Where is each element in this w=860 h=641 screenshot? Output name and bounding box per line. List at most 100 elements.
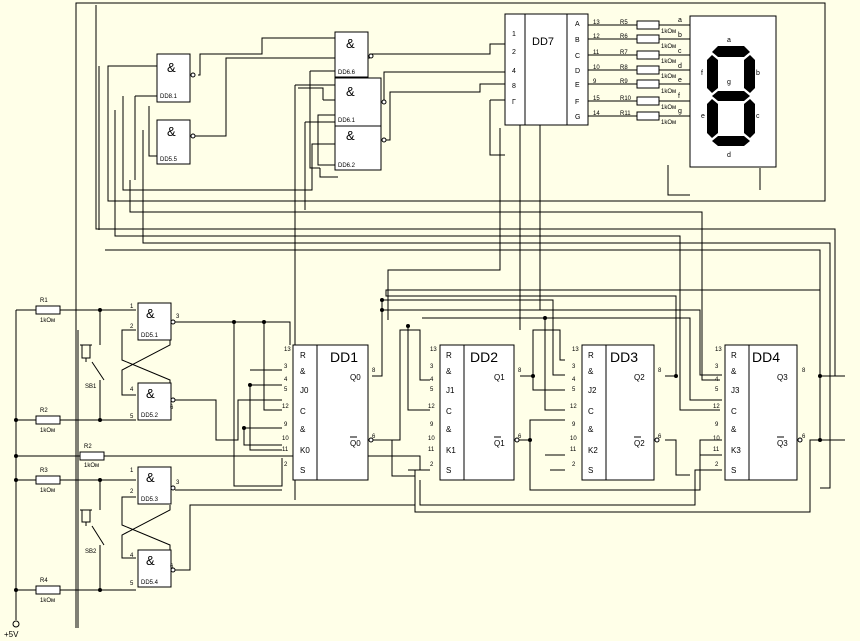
svg-text:6: 6 (372, 434, 376, 440)
power-label: +5V (4, 630, 19, 639)
svg-text:C: C (588, 407, 594, 416)
svg-text:3: 3 (430, 364, 434, 370)
svg-text:J1: J1 (446, 386, 455, 395)
flipflop-dd1: DD1 R & J0 C & K0 S Q0 Q0 13 3 4 5 12 9 … (282, 344, 376, 481)
switch-label: SB1 (85, 384, 97, 390)
svg-text:12: 12 (713, 404, 720, 410)
svg-text:13: 13 (593, 20, 600, 26)
svg-text:DD6.6: DD6.6 (338, 70, 356, 76)
svg-text:R: R (588, 351, 594, 360)
flipflop-dd4: DD4 R & J3 C & K3 S Q3 Q3 13 3 4 5 12 9 … (713, 344, 806, 481)
svg-text:&: & (167, 60, 176, 75)
svg-text:9: 9 (715, 422, 719, 428)
svg-text:5: 5 (130, 414, 134, 420)
svg-text:R8: R8 (620, 65, 628, 71)
svg-text:Q3: Q3 (777, 373, 788, 382)
resistor-r4: R4 1kOм (35, 578, 61, 604)
svg-text:9: 9 (593, 79, 597, 85)
segment-d (712, 136, 750, 146)
svg-text:3: 3 (176, 314, 180, 320)
svg-text:S: S (446, 466, 451, 475)
svg-text:DD6.1: DD6.1 (338, 118, 356, 124)
svg-text:3: 3 (715, 364, 719, 370)
svg-text:R9: R9 (620, 79, 628, 85)
svg-text:1kOм: 1kOм (661, 105, 676, 111)
svg-text:Q2: Q2 (634, 373, 645, 382)
svg-text:f: f (701, 70, 703, 77)
resistor-value: 1kOм (40, 428, 55, 434)
svg-text:13: 13 (715, 347, 722, 353)
svg-text:Г: Г (512, 99, 516, 106)
resistor-r2b: R2 1kOм (79, 444, 105, 469)
svg-text:4: 4 (130, 553, 134, 559)
svg-text:2: 2 (130, 324, 134, 330)
svg-text:DD5.2: DD5.2 (141, 413, 159, 419)
gate-dd6-1: & DD6.1 (334, 77, 387, 127)
svg-text:4: 4 (130, 387, 134, 393)
svg-text:12: 12 (570, 404, 577, 410)
svg-text:G: G (575, 114, 580, 121)
ff-name: DD2 (470, 349, 498, 365)
svg-text:&: & (146, 553, 155, 568)
svg-text:2: 2 (430, 462, 434, 468)
svg-text:Q0: Q0 (350, 439, 361, 448)
svg-text:6: 6 (170, 405, 174, 411)
svg-text:R: R (731, 351, 737, 360)
svg-text:B: B (575, 37, 580, 44)
svg-text:1kOм: 1kOм (661, 44, 676, 50)
svg-text:c: c (678, 48, 682, 55)
flipflop-dd2: DD2 R & J1 C & K1 S Q1 Q1 13 3 4 5 12 9 … (428, 344, 522, 481)
svg-text:6: 6 (802, 434, 806, 440)
ff-name: DD4 (752, 349, 780, 365)
svg-text:Q2: Q2 (634, 439, 645, 448)
resistor-name: R2 (40, 408, 48, 414)
svg-text:Q1: Q1 (494, 373, 505, 382)
svg-text:1: 1 (512, 31, 516, 38)
svg-text:6: 6 (658, 434, 662, 440)
svg-text:&: & (167, 124, 176, 139)
flipflop-dd3: DD3 R & J2 C & K2 S Q2 Q2 13 3 4 5 12 9 … (570, 344, 662, 481)
svg-text:Q1: Q1 (494, 439, 505, 448)
resistor-name: R4 (40, 578, 48, 584)
svg-text:8: 8 (518, 368, 522, 374)
svg-text:3: 3 (176, 480, 180, 486)
svg-text:DD5.3: DD5.3 (141, 497, 159, 503)
svg-text:S: S (731, 466, 736, 475)
gate-dd5-5: & DD5.5 (156, 119, 196, 165)
svg-text:11: 11 (593, 50, 600, 56)
gate-dd8-1: & DD8.1 (156, 53, 196, 103)
svg-text:6: 6 (170, 564, 174, 570)
svg-text:DD5.1: DD5.1 (141, 333, 159, 339)
svg-text:13: 13 (430, 347, 437, 353)
svg-text:R: R (446, 351, 452, 360)
resistor-value: 1kOм (40, 488, 55, 494)
svg-text:a: a (727, 37, 731, 44)
svg-text:e: e (701, 113, 705, 120)
svg-text:&: & (146, 306, 155, 321)
svg-text:R: R (300, 351, 306, 360)
svg-text:1kOм: 1kOм (661, 29, 676, 35)
svg-text:10: 10 (713, 436, 720, 442)
svg-text:Q3: Q3 (777, 439, 788, 448)
svg-text:Q0: Q0 (350, 373, 361, 382)
svg-text:12: 12 (593, 34, 600, 40)
segment-b (744, 55, 755, 93)
svg-text:2: 2 (284, 462, 288, 468)
junctions (14, 298, 822, 592)
svg-text:9: 9 (572, 422, 576, 428)
svg-text:15: 15 (593, 96, 600, 102)
svg-text:3: 3 (284, 364, 288, 370)
svg-text:13: 13 (284, 347, 291, 353)
svg-text:d: d (727, 152, 731, 159)
svg-text:12: 12 (428, 404, 435, 410)
resistor-r2: R2 1kOм (35, 408, 61, 434)
svg-text:DD8.1: DD8.1 (160, 94, 178, 100)
svg-text:R11: R11 (620, 111, 631, 117)
switch-sb1: SB1 (80, 344, 105, 390)
svg-text:12: 12 (282, 404, 289, 410)
svg-text:K2: K2 (588, 446, 598, 455)
svg-text:11: 11 (282, 447, 289, 453)
decoder-name: DD7 (532, 36, 554, 48)
svg-text:4: 4 (512, 68, 516, 75)
svg-text:D: D (575, 68, 580, 75)
